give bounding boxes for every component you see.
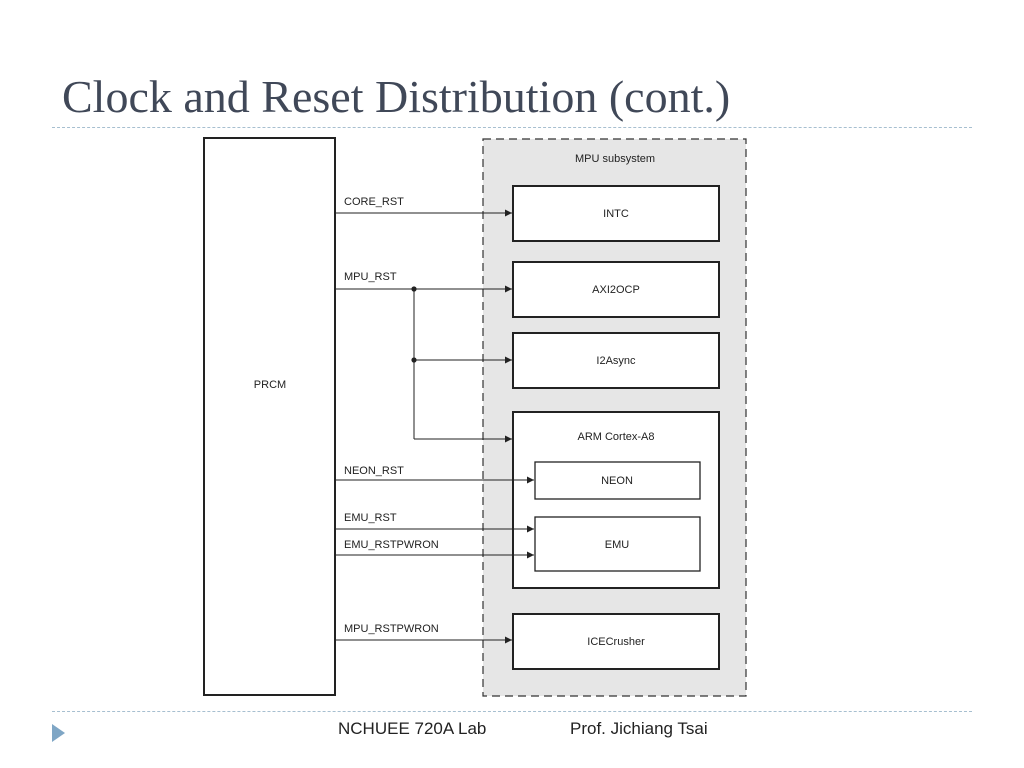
emu-label: EMU	[605, 539, 630, 551]
emu-rst-label: EMU_RST	[344, 512, 397, 524]
slide-title: Clock and Reset Distribution (cont.)	[62, 71, 731, 122]
triangle-bullet-icon	[52, 724, 65, 742]
core-rst-label: CORE_RST	[344, 196, 404, 208]
intc-label: INTC	[603, 208, 629, 220]
footer-professor: Prof. Jichiang Tsai	[570, 719, 708, 738]
axi2ocp-label: AXI2OCP	[592, 284, 640, 296]
title-divider	[52, 127, 972, 128]
emu-rstpwron-label: EMU_RSTPWRON	[344, 539, 439, 551]
neon-rst-label: NEON_RST	[344, 465, 404, 477]
neon-label: NEON	[601, 475, 633, 487]
footer-divider	[52, 711, 972, 712]
i2async-label: I2Async	[596, 355, 636, 367]
mpu-rst-junction-1	[411, 286, 417, 292]
i2async-block	[512, 332, 720, 389]
emu-block	[534, 516, 701, 572]
arm-cortex-label: ARM Cortex-A8	[577, 431, 654, 443]
axi2ocp-block	[512, 261, 720, 318]
prcm-label: PRCM	[254, 379, 286, 391]
mpu-rstpwron-label: MPU_RSTPWRON	[344, 623, 439, 635]
footer-lab-name: NCHUEE 720A Lab	[338, 719, 487, 738]
intc-block	[512, 185, 720, 242]
icecrusher-label: ICECrusher	[587, 636, 645, 648]
mpu-rst-label: MPU_RST	[344, 271, 397, 283]
prcm-block	[203, 137, 336, 696]
icecrusher-block	[512, 613, 720, 670]
neon-block	[534, 461, 701, 500]
mpu-subsystem-label: MPU subsystem	[575, 153, 655, 165]
